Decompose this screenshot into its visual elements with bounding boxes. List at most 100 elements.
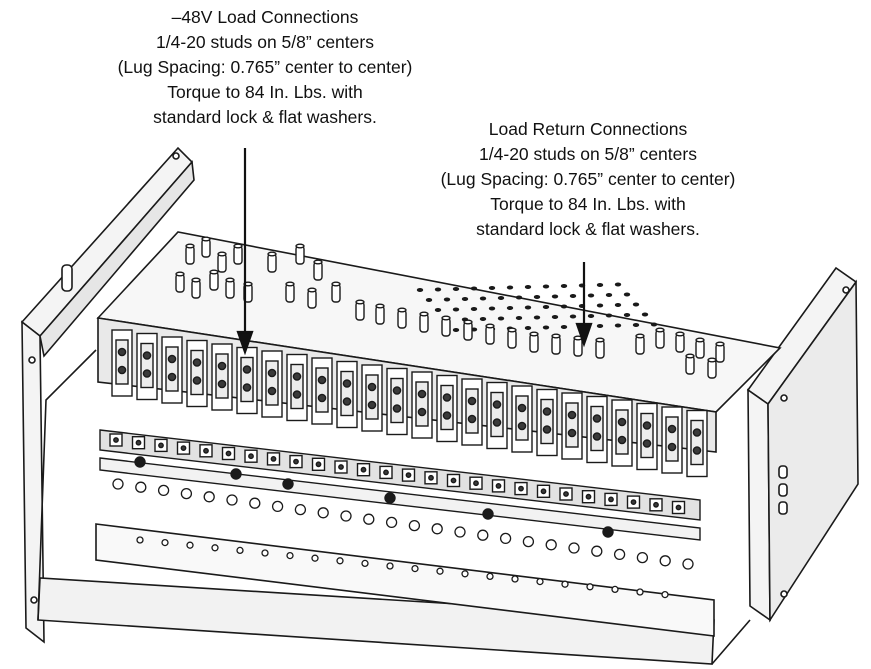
- terminal-slot: [515, 395, 529, 441]
- terminal-slot: [465, 388, 479, 434]
- standoff-top: [685, 353, 695, 359]
- bus-lug-nut: [495, 482, 502, 489]
- terminal-screw: [242, 365, 252, 374]
- bottom-stud: [385, 516, 398, 529]
- standoff: [635, 335, 645, 355]
- vent-hole: [524, 285, 532, 289]
- bus-lug-nut: [293, 458, 299, 465]
- bus-lug-nut: [315, 461, 322, 468]
- standoff-top: [715, 341, 725, 347]
- callout-line: standard lock & flat washers.: [476, 219, 700, 239]
- terminal-screw: [542, 407, 552, 416]
- standoff: [595, 339, 605, 359]
- return-bus-bar: [99, 429, 701, 541]
- bottom-stud: [294, 503, 307, 516]
- standoff-top: [463, 319, 473, 325]
- bottom-hole: [261, 549, 269, 557]
- terminal-screw: [392, 386, 402, 395]
- standoff-top: [191, 277, 201, 283]
- standoff: [175, 273, 185, 293]
- bus-lug-nut: [518, 485, 524, 492]
- standoff: [573, 337, 583, 357]
- standoff: [355, 301, 365, 321]
- bus-bolt: [482, 508, 494, 520]
- terminal-slot: [640, 412, 654, 459]
- terminal-screw: [117, 347, 127, 357]
- bus-bar-lower: [99, 457, 701, 541]
- standoff: [685, 355, 695, 375]
- standoff-top: [285, 281, 295, 287]
- bottom-stud: [157, 484, 170, 497]
- terminal-screw: [642, 439, 652, 448]
- bottom-stud: [203, 491, 215, 503]
- callout-line: 1/4-20 studs on 5/8” centers: [479, 144, 697, 164]
- bottom-stud: [636, 551, 649, 564]
- callout-line: Torque to 84 In. Lbs. with: [490, 194, 686, 214]
- bottom-stud: [591, 545, 603, 557]
- standoff: [707, 359, 717, 379]
- standoff: [191, 279, 201, 299]
- bottom-stud: [340, 510, 352, 522]
- bottom-hole: [286, 551, 294, 560]
- bottom-stud: [568, 542, 580, 554]
- terminal-screw: [292, 372, 302, 381]
- vent-hole: [587, 314, 595, 318]
- terminal-slot: [690, 419, 704, 466]
- bus-bolt: [134, 456, 146, 468]
- bus-lug-nut: [405, 472, 412, 478]
- bottom-stud: [454, 526, 466, 538]
- terminal-screw: [192, 358, 202, 367]
- vent-hole: [515, 295, 523, 300]
- standoff-top: [267, 251, 277, 257]
- bottom-hole: [461, 570, 469, 578]
- terminal-slot: [590, 405, 604, 452]
- bottom-stud: [431, 523, 443, 535]
- standoff-top: [529, 331, 539, 337]
- vent-hole: [596, 324, 604, 328]
- terminal-screw: [217, 361, 227, 371]
- terminal-slot: [365, 374, 379, 420]
- terminal-screw: [142, 369, 152, 378]
- terminal-screw: [342, 397, 352, 406]
- terminal-screw: [267, 368, 277, 378]
- bus-lug-nut: [360, 466, 367, 473]
- bottom-stud: [408, 519, 421, 532]
- terminal-screw: [567, 428, 577, 438]
- standoff: [715, 343, 725, 363]
- bottom-stud: [659, 555, 671, 567]
- terminal-slot: [490, 391, 504, 438]
- vent-hole: [650, 322, 658, 327]
- bottom-hole: [311, 554, 319, 562]
- board-standoffs: [175, 236, 725, 379]
- bottom-stud: [112, 478, 124, 490]
- terminal-screw: [167, 372, 177, 382]
- standoff: [185, 245, 195, 265]
- terminal-screw: [567, 410, 577, 420]
- bus-lug-nut: [428, 474, 434, 481]
- bus-lug-nut: [585, 493, 592, 500]
- standoff-top: [695, 337, 705, 343]
- standoff-top: [707, 357, 717, 363]
- standoff: [225, 279, 235, 299]
- terminal-slot: [265, 360, 279, 406]
- bottom-stud: [249, 497, 261, 509]
- standoff-top: [441, 315, 451, 321]
- terminal-screw: [467, 396, 477, 406]
- standoff: [695, 339, 705, 359]
- vent-hole: [596, 303, 604, 308]
- vent-hole: [560, 325, 568, 329]
- standoff-top: [675, 331, 685, 337]
- standoff: [507, 329, 517, 349]
- standoff-top: [507, 327, 517, 333]
- vent-hole: [542, 284, 550, 289]
- bottom-stud: [477, 529, 489, 541]
- terminal-slot: [565, 402, 579, 448]
- terminal-screw: [217, 379, 227, 389]
- bottom-stud: [613, 548, 626, 561]
- bus-lug-nut: [113, 437, 119, 443]
- standoff-top: [419, 311, 429, 317]
- vent-hole: [506, 306, 514, 310]
- callout-line: Load Return Connections: [488, 119, 688, 139]
- standoff: [675, 333, 685, 353]
- bottom-stud: [271, 500, 284, 513]
